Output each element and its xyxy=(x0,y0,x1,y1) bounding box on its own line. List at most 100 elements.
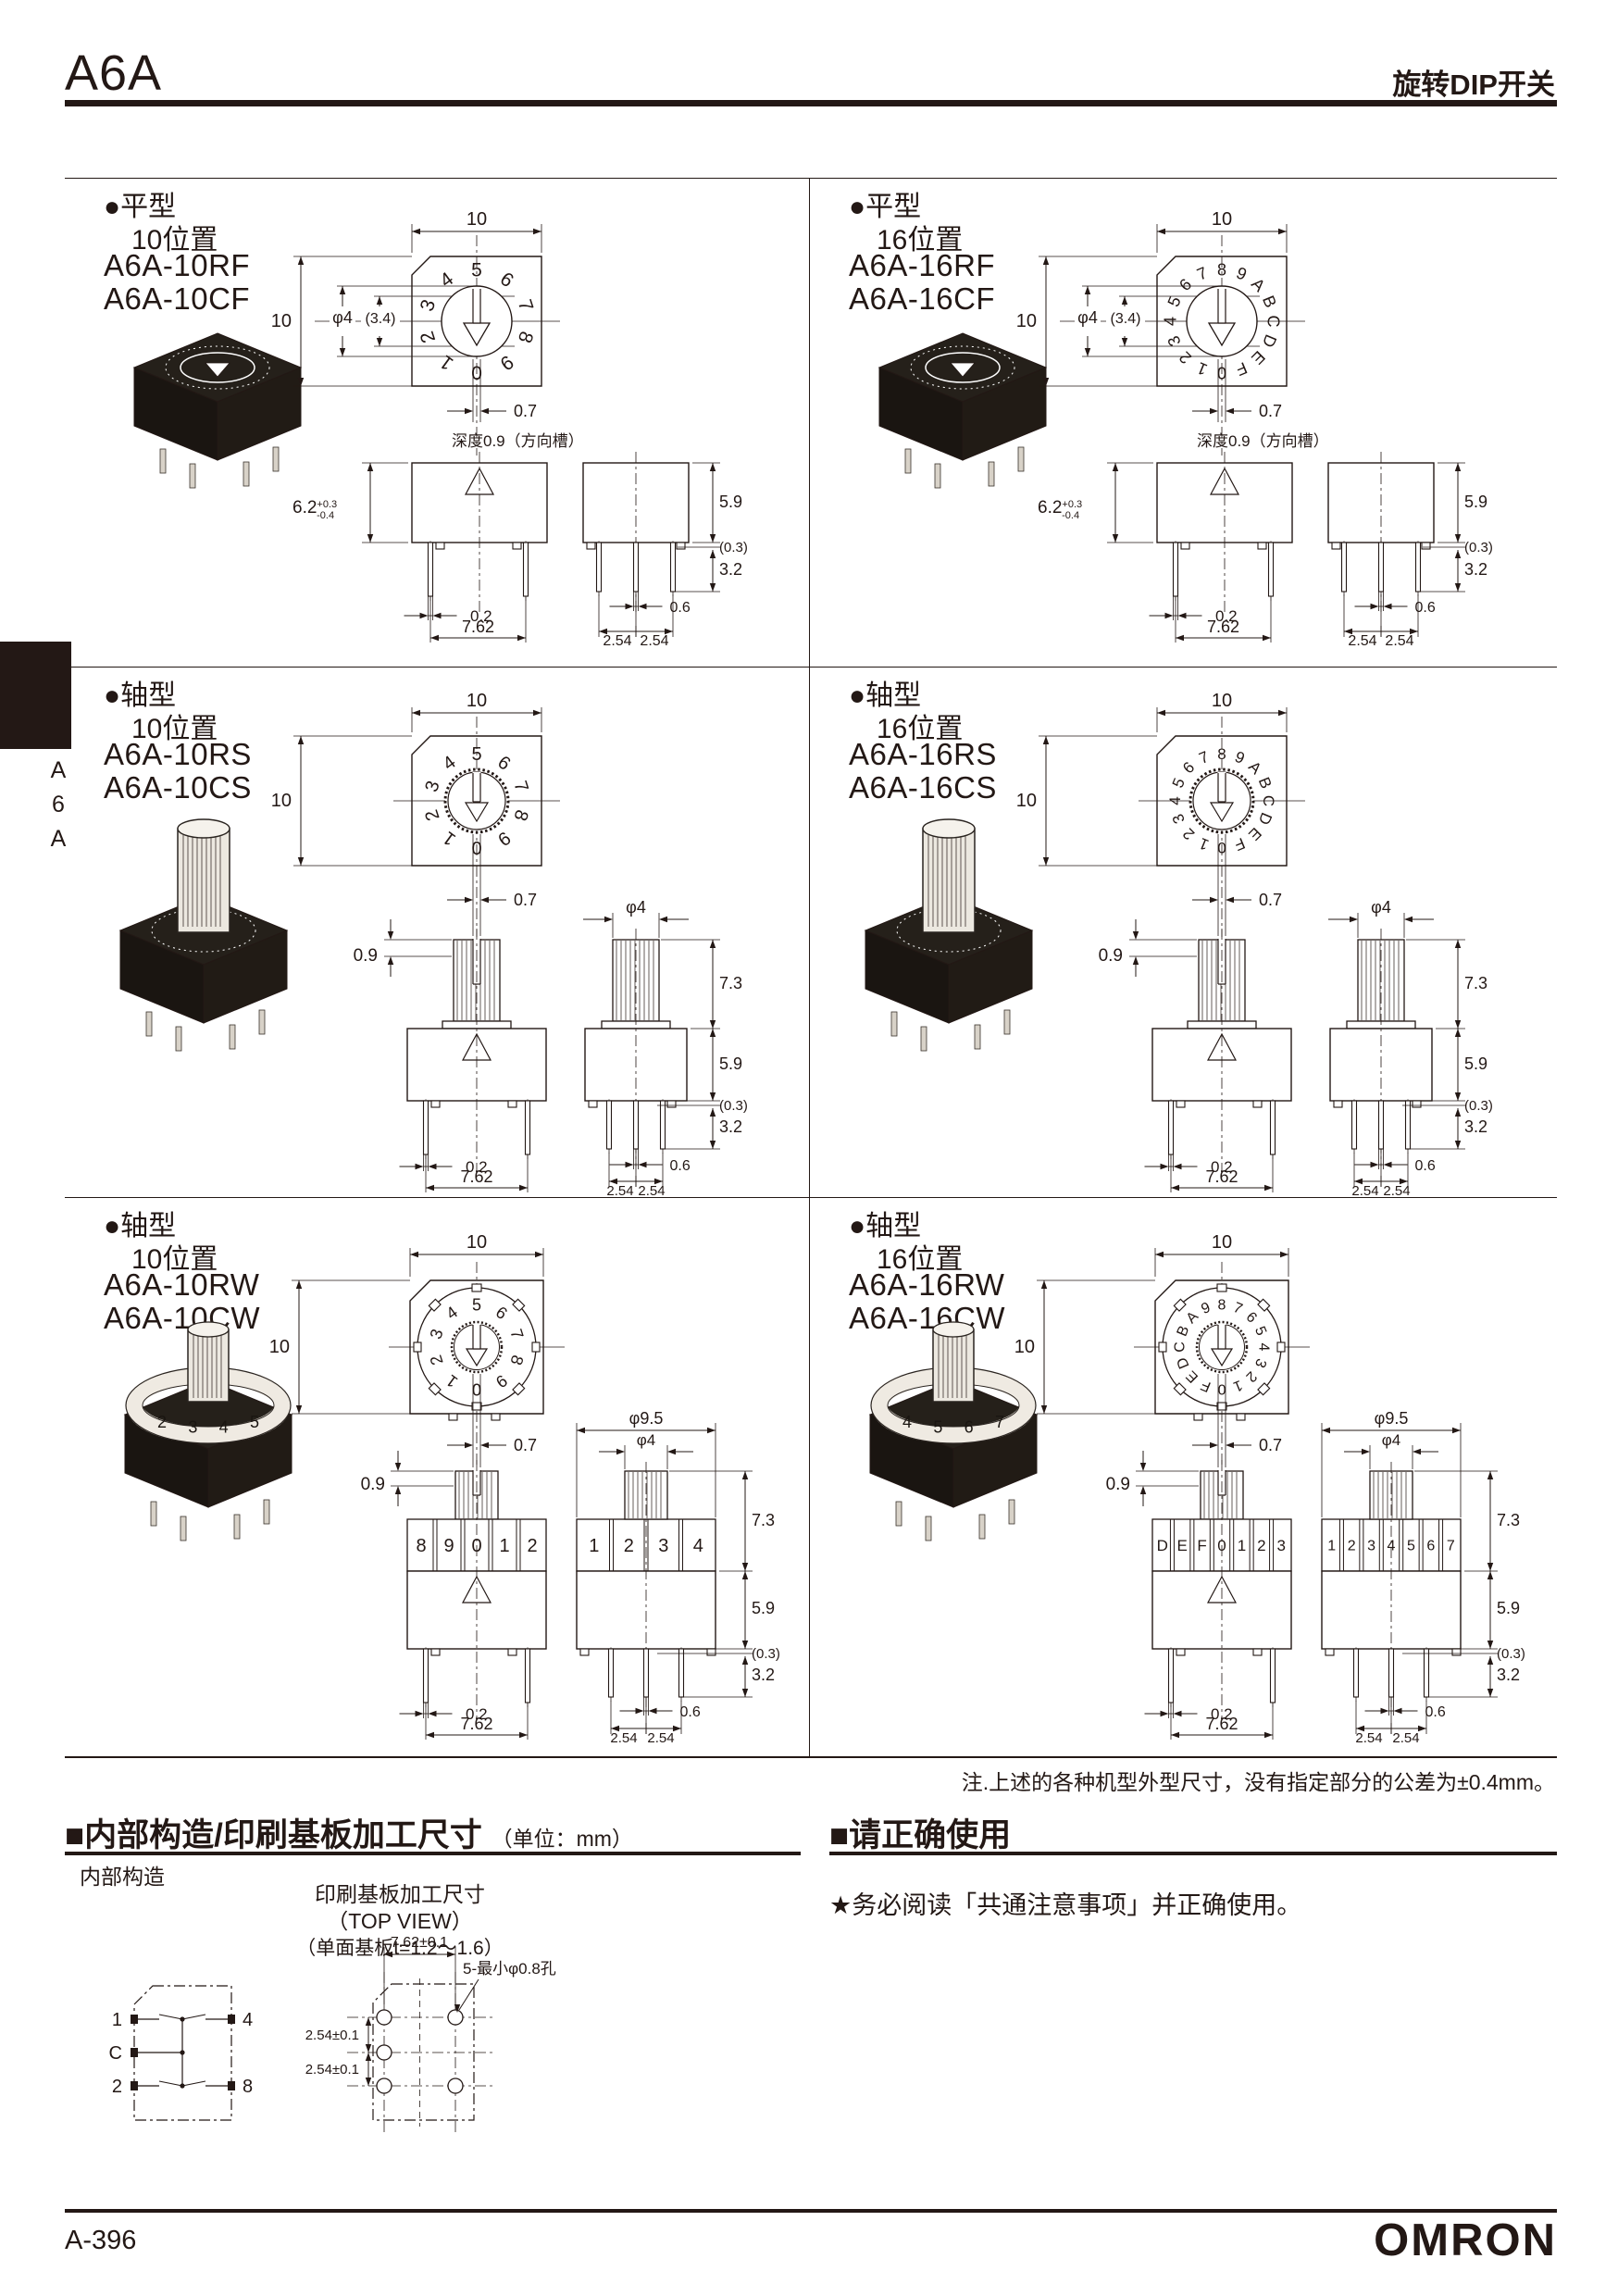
svg-text:5: 5 xyxy=(472,1295,481,1314)
svg-text:0.7: 0.7 xyxy=(514,1436,537,1454)
svg-text:4: 4 xyxy=(1255,1343,1271,1352)
header-rule xyxy=(65,100,1557,106)
model-number: A6A-16RF xyxy=(849,248,996,282)
svg-text:10: 10 xyxy=(269,1337,290,1357)
svg-text:8: 8 xyxy=(243,2077,253,2097)
grid-line-bottom xyxy=(65,1756,1557,1758)
svg-text:4: 4 xyxy=(243,2010,253,2030)
panel-type-label: ●轴型 xyxy=(849,1211,922,1242)
model-number: A6A-10RS xyxy=(104,737,252,771)
svg-text:10: 10 xyxy=(467,1232,487,1253)
pcb-label-1: 印刷基板加工尺寸 xyxy=(315,1882,485,1906)
page-number: A-396 xyxy=(65,2226,137,2255)
svg-text:(0.3): (0.3) xyxy=(1464,540,1493,555)
side-tab xyxy=(0,642,71,749)
svg-text:C: C xyxy=(1260,795,1277,806)
model-number: A6A-16CS xyxy=(849,770,997,805)
svg-text:0: 0 xyxy=(1217,1380,1226,1396)
svg-text:0.7: 0.7 xyxy=(1259,402,1282,420)
svg-text:7.62: 7.62 xyxy=(460,1167,492,1186)
svg-text:0: 0 xyxy=(1217,364,1226,382)
svg-text:10: 10 xyxy=(1016,311,1037,331)
svg-text:0.6: 0.6 xyxy=(670,600,691,616)
svg-text:10: 10 xyxy=(271,311,292,331)
svg-text:5: 5 xyxy=(1407,1539,1415,1554)
svg-text:7.62: 7.62 xyxy=(462,618,494,636)
svg-text:(3.4): (3.4) xyxy=(366,311,396,327)
panel-type-label: ●轴型 xyxy=(849,680,922,711)
svg-text:2: 2 xyxy=(1348,1539,1356,1554)
panel-positions-label: 10位置 xyxy=(131,225,218,256)
usage-section-rule xyxy=(829,1852,1557,1855)
pcb-label-2: （TOP VIEW） xyxy=(327,1909,473,1933)
svg-text:2.54: 2.54 xyxy=(1383,1183,1410,1197)
svg-text:2.54: 2.54 xyxy=(606,1183,633,1197)
svg-text:0.2: 0.2 xyxy=(1211,1158,1233,1176)
svg-text:6: 6 xyxy=(965,1417,974,1436)
svg-text:10: 10 xyxy=(1016,791,1037,811)
svg-text:0.7: 0.7 xyxy=(1259,1436,1282,1454)
svg-text:C: C xyxy=(109,2043,122,2064)
svg-text:3: 3 xyxy=(658,1536,668,1556)
svg-text:φ4: φ4 xyxy=(332,308,353,327)
svg-text:(0.3): (0.3) xyxy=(1497,1646,1525,1662)
svg-text:0: 0 xyxy=(471,362,482,383)
construction-section-rule xyxy=(65,1852,801,1855)
panel-type-label: ●轴型 xyxy=(104,680,177,711)
grid-line-row2 xyxy=(65,667,1557,668)
svg-text:0.2: 0.2 xyxy=(466,1705,488,1723)
svg-text:0.9: 0.9 xyxy=(1106,1475,1130,1494)
svg-text:10: 10 xyxy=(1212,209,1232,230)
svg-text:3.2: 3.2 xyxy=(1464,1117,1487,1136)
pcb-labels: 印刷基板加工尺寸 （TOP VIEW） （单面基板t=1.2～1.6） xyxy=(261,1881,539,1962)
svg-text:0.7: 0.7 xyxy=(1259,891,1282,909)
svg-text:8: 8 xyxy=(1218,1298,1226,1314)
construction-unit-label: （单位：mm） xyxy=(491,1827,633,1851)
svg-text:2.54: 2.54 xyxy=(647,1730,674,1746)
svg-text:1: 1 xyxy=(499,1536,509,1556)
internal-structure-label: 内部构造 xyxy=(80,1865,165,1889)
svg-text:2.54±0.1: 2.54±0.1 xyxy=(305,2062,359,2078)
svg-text:0.6: 0.6 xyxy=(1425,1704,1446,1720)
usage-section-title: ■请正确使用 xyxy=(829,1817,1012,1853)
svg-text:7.3: 7.3 xyxy=(1497,1511,1520,1529)
svg-text:3: 3 xyxy=(188,1417,197,1436)
usage-note: ★务必阅读「共通注意事项」并正确使用。 xyxy=(829,1891,1302,1919)
svg-text:2.54: 2.54 xyxy=(640,633,668,649)
svg-text:5.9: 5.9 xyxy=(1464,1054,1487,1073)
grid-line-row3 xyxy=(65,1197,1557,1198)
svg-text:2.54: 2.54 xyxy=(1385,633,1413,649)
svg-text:9: 9 xyxy=(443,1536,454,1556)
svg-text:8: 8 xyxy=(1217,745,1226,763)
svg-text:4: 4 xyxy=(1388,1539,1396,1554)
svg-text:5.9: 5.9 xyxy=(752,1599,775,1617)
svg-text:5: 5 xyxy=(471,744,481,765)
svg-text:5-最小φ0.8孔: 5-最小φ0.8孔 xyxy=(463,1960,556,1978)
svg-text:10: 10 xyxy=(467,209,487,230)
model-number: A6A-10CF xyxy=(104,281,251,316)
panel-positions-label: 10位置 xyxy=(131,1244,218,1275)
svg-text:2.54: 2.54 xyxy=(1392,1730,1419,1746)
svg-text:0.2: 0.2 xyxy=(1215,607,1238,625)
svg-text:深度0.9（方向槽）: 深度0.9（方向槽） xyxy=(452,432,584,450)
svg-text:3.2: 3.2 xyxy=(752,1666,775,1684)
svg-text:(0.3): (0.3) xyxy=(719,540,748,555)
svg-text:D: D xyxy=(1157,1537,1168,1554)
svg-text:2.54: 2.54 xyxy=(1348,633,1376,649)
svg-text:2.54: 2.54 xyxy=(603,633,631,649)
svg-text:1: 1 xyxy=(589,1536,599,1556)
svg-text:7: 7 xyxy=(1447,1539,1455,1554)
model-number: A6A-10RF xyxy=(104,248,251,282)
svg-text:0.2: 0.2 xyxy=(466,1158,488,1176)
svg-text:0.6: 0.6 xyxy=(680,1704,701,1720)
model-number: A6A-16RW xyxy=(849,1267,1005,1302)
panel-positions-label: 16位置 xyxy=(877,225,964,256)
svg-text:(0.3): (0.3) xyxy=(752,1646,780,1662)
